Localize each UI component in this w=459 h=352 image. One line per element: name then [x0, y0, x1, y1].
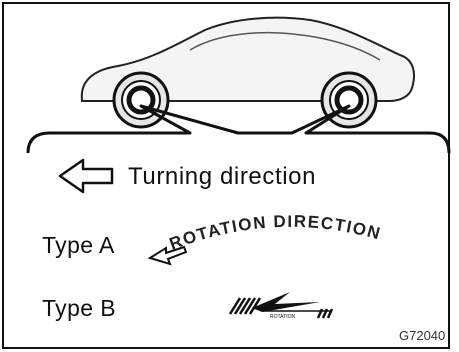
type-b-hatch-icon	[228, 297, 262, 315]
turning-direction-label: Turning direction	[128, 163, 317, 190]
type-a-arrow-icon	[147, 245, 188, 266]
type-b-chevron-icon	[252, 292, 320, 312]
type-b-marking-text: ROTATION	[270, 314, 295, 320]
svg-text:ROTATION DIRECTION: ROTATION DIRECTION	[167, 212, 383, 254]
callout-balloon	[26, 104, 451, 154]
type-b-label: Type B	[42, 295, 116, 321]
turning-direction-arrow-icon	[58, 158, 114, 194]
figure-code: G72040	[399, 328, 446, 343]
car-window-line	[189, 31, 381, 61]
front-wheel	[112, 71, 170, 129]
type-a-marking: ROTATION DIRECTION	[147, 212, 383, 266]
type-b-marking: ROTATION	[228, 292, 334, 320]
rear-wheel	[320, 71, 378, 129]
type-b-ticks-icon	[316, 308, 334, 319]
type-a-marking-text: ROTATION DIRECTION	[167, 212, 382, 254]
type-a-label: Type A	[42, 232, 115, 258]
